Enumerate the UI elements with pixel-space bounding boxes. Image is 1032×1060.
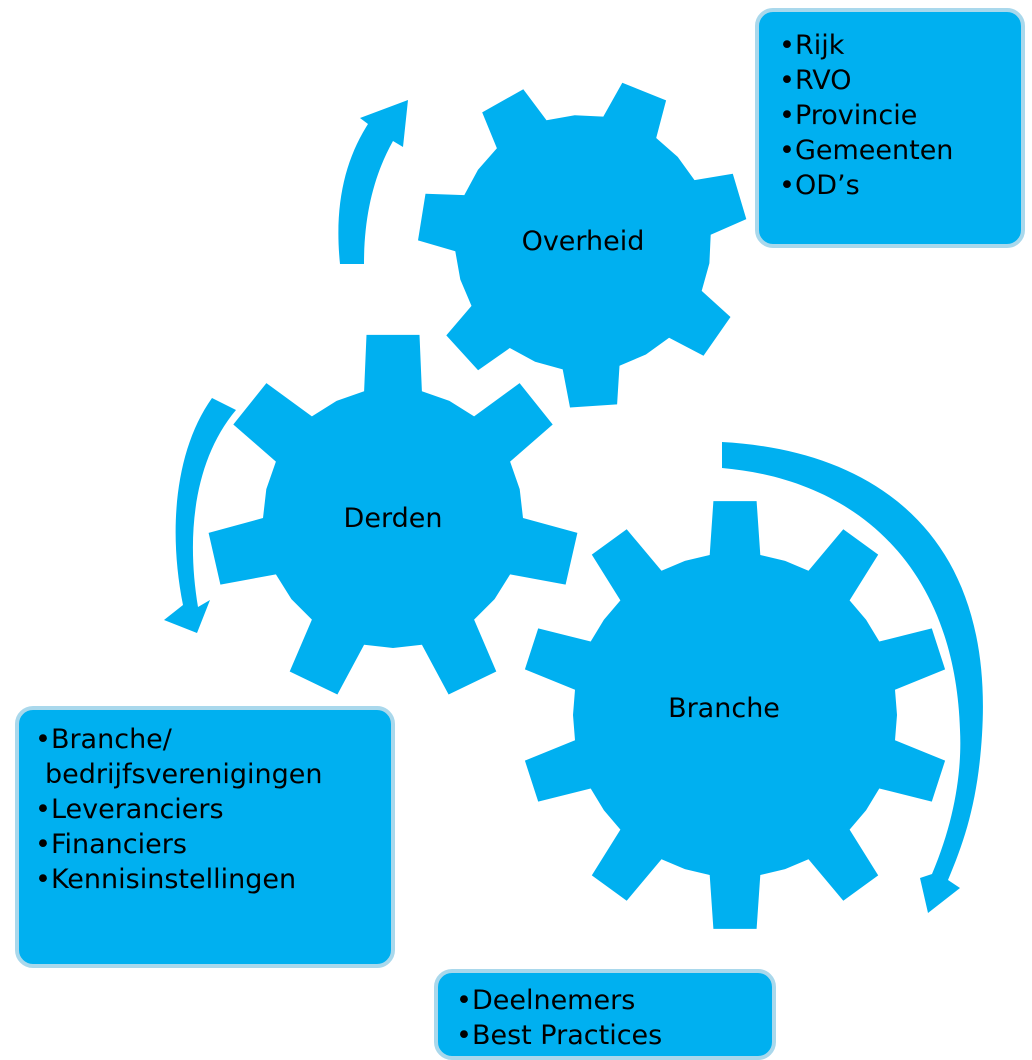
list-item: Provincie bbox=[779, 98, 1021, 133]
gear-derden: Derden bbox=[208, 334, 578, 695]
list-item: Kennisinstellingen bbox=[35, 862, 391, 897]
gear-derden-shape bbox=[208, 334, 578, 695]
box-overheid: Rijk RVO Provincie Gemeenten OD’s bbox=[755, 8, 1025, 248]
list-item: Branche/ bbox=[35, 722, 391, 757]
gear-derden-label: Derden bbox=[344, 503, 443, 534]
curved-arrow-icon-left bbox=[164, 398, 236, 633]
list-item: Rijk bbox=[779, 28, 1021, 63]
box-branche-list: Deelnemers Best Practices bbox=[456, 983, 772, 1053]
gear-overheid-shape bbox=[418, 82, 747, 408]
list-item: OD’s bbox=[779, 168, 1021, 203]
list-item: Deelnemers bbox=[456, 983, 772, 1018]
box-derden: Branche/ bedrijfsverenigingen Leverancie… bbox=[15, 706, 395, 968]
curved-arrow-icon-right bbox=[722, 442, 983, 913]
gear-branche-shape bbox=[524, 501, 946, 929]
curved-arrow-icon-top bbox=[338, 100, 408, 264]
list-item: Financiers bbox=[35, 827, 391, 862]
gear-overheid: Overheid bbox=[418, 82, 747, 408]
list-item: Gemeenten bbox=[779, 133, 1021, 168]
box-overheid-list: Rijk RVO Provincie Gemeenten OD’s bbox=[779, 28, 1021, 203]
list-item: Best Practices bbox=[456, 1018, 772, 1053]
gear-overheid-label: Overheid bbox=[522, 226, 645, 257]
gear-branche-label: Branche bbox=[668, 693, 780, 724]
gear-branche: Branche bbox=[524, 501, 946, 929]
box-derden-list: Branche/ bedrijfsverenigingen Leverancie… bbox=[35, 722, 391, 897]
list-item: Leveranciers bbox=[35, 792, 391, 827]
box-branche: Deelnemers Best Practices bbox=[434, 969, 776, 1060]
list-item: RVO bbox=[779, 63, 1021, 98]
list-item-continuation: bedrijfsverenigingen bbox=[45, 759, 323, 790]
